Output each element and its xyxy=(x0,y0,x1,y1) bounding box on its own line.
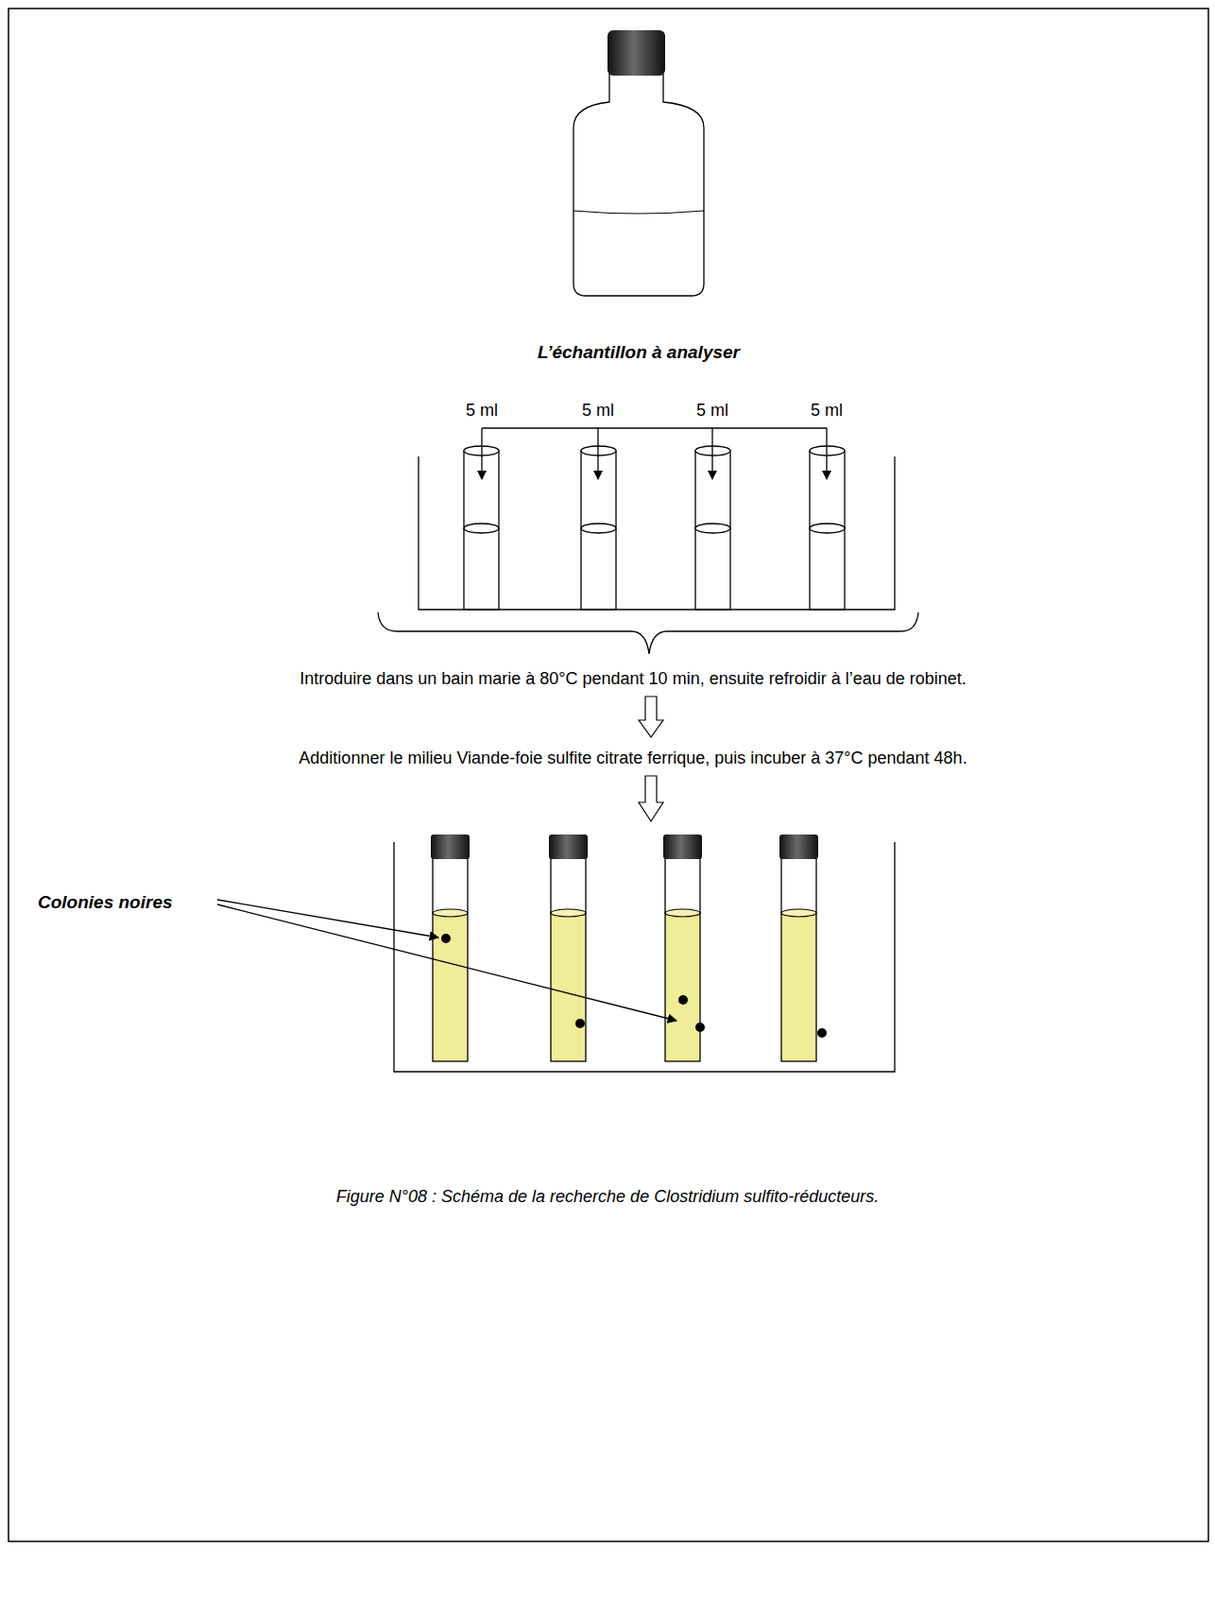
volume-label: 5 ml xyxy=(669,400,755,422)
step-instruction: Additionner le milieu Viande-foie sulfit… xyxy=(56,748,1210,770)
distribution-arrows xyxy=(481,427,827,429)
colonies-callout: Colonies noires xyxy=(37,891,213,914)
figure-caption: Figure N°08 : Schéma de la recherche de … xyxy=(31,1186,1184,1208)
step-arrow xyxy=(638,775,664,822)
black-colonies xyxy=(441,933,827,1038)
tube-rack xyxy=(393,841,895,1072)
leader-arrows xyxy=(217,899,677,1021)
sample-bottle xyxy=(573,30,704,296)
step-instruction: Introduire dans un bain marie à 80°C pen… xyxy=(56,668,1210,690)
water-bath-rack xyxy=(418,456,895,610)
distribution-arrows xyxy=(481,427,827,480)
volume-label: 5 ml xyxy=(555,400,641,422)
grouping-brace xyxy=(377,612,919,654)
test-tubes-heating xyxy=(463,445,845,610)
volume-label: 5 ml xyxy=(439,400,525,422)
step-arrow xyxy=(638,696,664,737)
test-tubes-culture xyxy=(430,834,819,1061)
figure-border xyxy=(8,8,1209,1541)
volume-label: 5 ml xyxy=(784,400,870,422)
sample-caption: L’échantillon à analyser xyxy=(355,342,923,364)
